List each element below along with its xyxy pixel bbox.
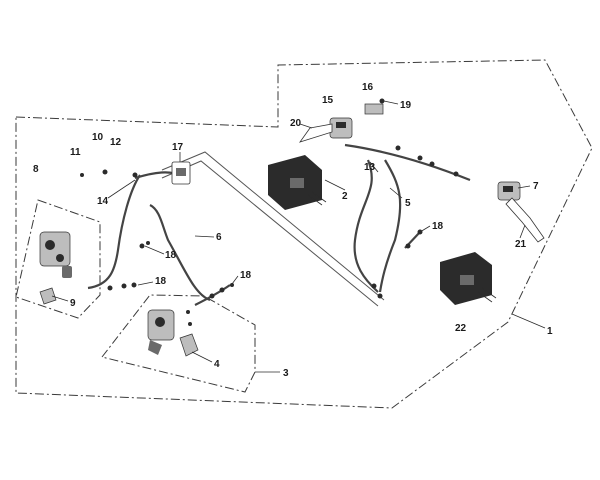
callout-leaders [51,100,546,373]
callout-18-a: 18 [165,250,177,261]
callout-10: 10 [92,132,104,143]
rear-caliper-box-3 [101,294,256,393]
brake-pad-9 [39,287,57,305]
callout-14: 14 [97,196,109,207]
control-unit-2 [268,155,327,210]
callout-17: 17 [172,142,184,153]
callout-2: 2 [342,191,348,202]
callout-18-b: 18 [155,276,167,287]
callout-8: 8 [33,164,39,175]
brake-pad-4 [179,333,199,357]
control-unit-22 [440,252,497,305]
callout-4: 4 [214,359,220,370]
callout-18-c: 18 [240,270,252,281]
callout-21: 21 [515,239,527,250]
front-caliper [39,231,72,278]
callout-13: 13 [364,162,376,173]
callout-18-d: 18 [432,221,444,232]
master-cylinder-right [497,181,545,243]
callout-5: 5 [405,198,411,209]
master-cylinder-left [298,98,385,143]
callout-19: 19 [400,100,412,111]
callout-20: 20 [290,118,302,129]
assembly-boundary-1 [15,59,593,409]
callout-16: 16 [362,82,374,93]
callout-1: 1 [547,326,553,337]
junction-block-17 [171,161,191,185]
rear-caliper [147,309,175,355]
front-caliper-box [15,199,101,319]
callout-9: 9 [70,298,76,309]
callout-6: 6 [216,232,222,243]
callout-3: 3 [283,368,289,379]
callout-15: 15 [322,95,334,106]
callout-11: 11 [70,147,81,158]
callout-22: 22 [455,323,467,334]
callout-12: 12 [110,137,122,148]
banjo-fittings [80,145,459,326]
callout-7: 7 [533,181,539,192]
